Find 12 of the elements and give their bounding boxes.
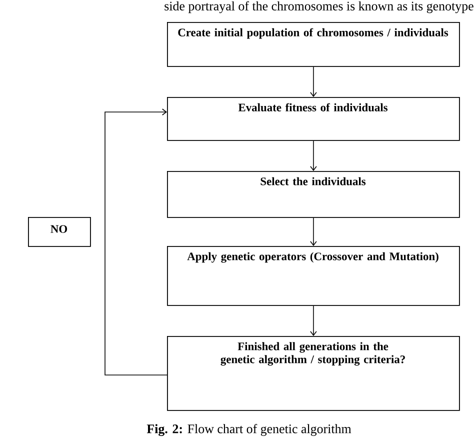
caption: Fig. 2: Flow chart of genetic algorithm — [146, 424, 352, 436]
arrow — [310, 140, 317, 171]
process-box: Evaluate fitness of individuals — [167, 97, 460, 141]
process-box: Apply genetic operators (Crossover and Mutation) — [167, 246, 460, 306]
arrow — [310, 217, 317, 246]
process-box: Finished all generations in the genetic algorithm / stopping criteria? — [167, 336, 460, 411]
arrow — [310, 306, 317, 336]
process-box: Create initial population of chromosomes / individuals — [167, 22, 460, 67]
arrow — [310, 66, 317, 97]
process-box: NO — [28, 217, 91, 247]
process-box: Select the individuals — [167, 171, 460, 218]
arrow — [104, 108, 168, 376]
